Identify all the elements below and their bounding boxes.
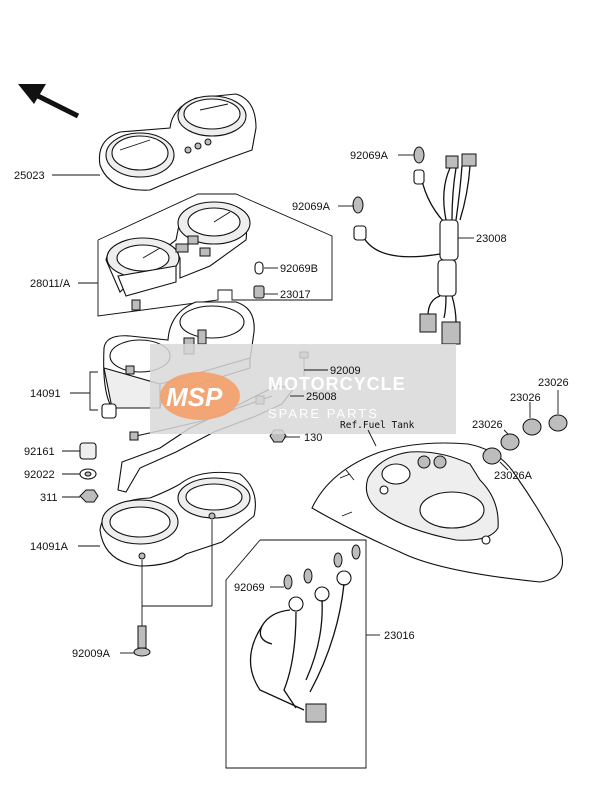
label-23017: 23017 [280, 289, 311, 301]
label-23026-c: 23026 [472, 419, 503, 431]
screw-92009a [133, 520, 213, 657]
watermark-title: MOTORCYCLE [268, 374, 406, 394]
grommet-92161 [79, 442, 97, 460]
label-311: 311 [40, 492, 58, 504]
label-14091a: 14091A [30, 541, 69, 553]
meter-assembly-28011 [105, 201, 251, 311]
label-92069: 92069 [234, 582, 265, 594]
label-ref-fuel-tank: Ref.Fuel Tank [340, 420, 415, 431]
leader-14091 [89, 371, 98, 411]
bulb-92069b [254, 261, 264, 275]
label-23026-b: 23026 [510, 392, 541, 404]
label-92009a: 92009A [72, 648, 111, 660]
grommet-23026a [482, 447, 502, 465]
fuel-tank-reference [311, 442, 564, 583]
lower-cover-14091a [99, 471, 256, 567]
harness-23008 [352, 146, 477, 345]
label-92009: 92009 [330, 365, 361, 377]
label-92022: 92022 [24, 469, 55, 481]
label-25008: 25008 [306, 391, 337, 403]
front-direction-arrow-icon [18, 84, 80, 119]
label-23026-a: 23026 [538, 377, 569, 389]
label-25023: 25023 [14, 170, 45, 182]
harness-box-23016 [225, 539, 367, 769]
label-14091: 14091 [30, 388, 61, 400]
harness-23016 [249, 544, 361, 723]
meter-cover-25023 [98, 93, 257, 191]
label-23016: 23016 [384, 630, 415, 642]
label-92069a-top: 92069A [350, 150, 389, 162]
grommet-23026-2 [522, 418, 542, 436]
watermark-subtitle: SPARE PARTS [268, 406, 379, 421]
socket-23017 [253, 285, 265, 299]
meter-assembly-box [97, 193, 333, 317]
label-92069b: 92069B [280, 263, 318, 275]
label-92161: 92161 [24, 446, 55, 458]
label-23008: 23008 [476, 233, 507, 245]
leader-lines [52, 154, 559, 654]
watermark-logo: MSP [166, 382, 223, 412]
grommet-23026-3 [500, 433, 520, 451]
washer-92022 [79, 468, 97, 480]
label-92069a-mid: 92069A [292, 201, 331, 213]
label-28011a: 28011/A [30, 278, 71, 290]
grommet-23026-1 [548, 414, 568, 432]
nut-311 [79, 489, 99, 503]
label-130: 130 [304, 432, 322, 444]
watermark: MSP MOTORCYCLE SPARE PARTS [150, 344, 456, 434]
label-23026a: 23026A [494, 470, 533, 482]
